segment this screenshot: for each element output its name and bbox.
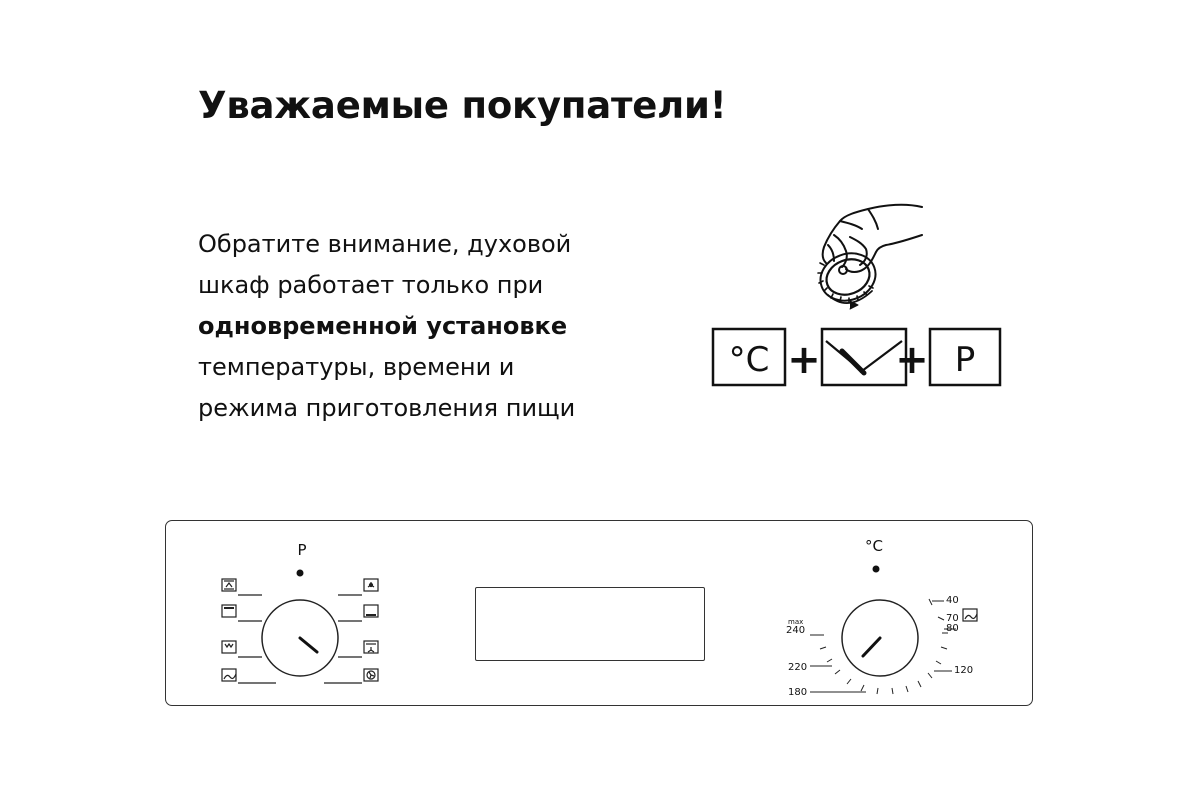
mode-defrost-icon bbox=[221, 578, 262, 596]
plus-sign-2: + bbox=[895, 337, 929, 383]
temp-label-70: 70 bbox=[946, 613, 959, 624]
mode-selector-knob[interactable] bbox=[261, 599, 339, 677]
temp-label-120: 120 bbox=[954, 665, 973, 676]
mode-bottom-heat-icon bbox=[338, 604, 379, 622]
temp-label-80: 80 bbox=[946, 623, 959, 634]
clock-box-icon bbox=[820, 327, 908, 387]
temperature-scale-leaders bbox=[810, 600, 956, 693]
settings-illustration-svg: °C + + P bbox=[711, 203, 1002, 387]
temp-label-180: 180 bbox=[788, 687, 807, 698]
control-panel-drawing: P bbox=[221, 537, 978, 698]
settings-illustration: °C + + P bbox=[700, 195, 1020, 405]
mode-fan-icon bbox=[338, 578, 379, 596]
temp-label-40: 40 bbox=[946, 595, 959, 606]
mode-grill-icon bbox=[221, 640, 262, 658]
temperature-selector-knob[interactable] bbox=[841, 599, 919, 677]
temp-label-max: max bbox=[788, 618, 803, 626]
plus-sign-1: + bbox=[787, 337, 821, 383]
temperature-box-icon bbox=[711, 327, 787, 387]
mode-convection-icon bbox=[324, 668, 379, 684]
program-symbol: P bbox=[955, 340, 976, 380]
temperature-knob-label: °C bbox=[865, 537, 883, 555]
temperature-symbol: °C bbox=[729, 340, 770, 380]
timer-display bbox=[475, 587, 705, 661]
temp-steam-clean-icon bbox=[962, 608, 978, 622]
mode-fan-grill-icon bbox=[338, 640, 379, 658]
program-box-icon bbox=[928, 327, 1002, 387]
mode-knob-label: P bbox=[297, 541, 306, 559]
page-heading: Уважаемые покупатели! bbox=[198, 84, 727, 127]
mode-top-bottom-heat-icon bbox=[221, 604, 262, 622]
notice-line-5: режима приготовления пищи bbox=[198, 394, 576, 422]
temp-label-240: 240 bbox=[786, 625, 805, 636]
oven-control-panel: P bbox=[165, 520, 1033, 706]
notice-line-2: шкаф работает только при bbox=[198, 271, 544, 299]
temperature-knob-indicator-dot bbox=[872, 565, 880, 573]
notice-line-3-emphasis: одновременной установке bbox=[198, 312, 568, 340]
notice-line-1: Обратите внимание, духовой bbox=[198, 230, 572, 258]
mode-knob-indicator-dot bbox=[296, 569, 304, 577]
temperature-scale-ticks bbox=[818, 598, 948, 695]
hand-turning-knob-icon bbox=[817, 203, 923, 310]
mode-steam-clean-icon bbox=[221, 668, 276, 684]
temp-label-220: 220 bbox=[788, 662, 807, 673]
notice-text: Обратите внимание, духовой шкаф работает… bbox=[198, 224, 575, 429]
notice-line-4: температуры, времени и bbox=[198, 353, 515, 381]
